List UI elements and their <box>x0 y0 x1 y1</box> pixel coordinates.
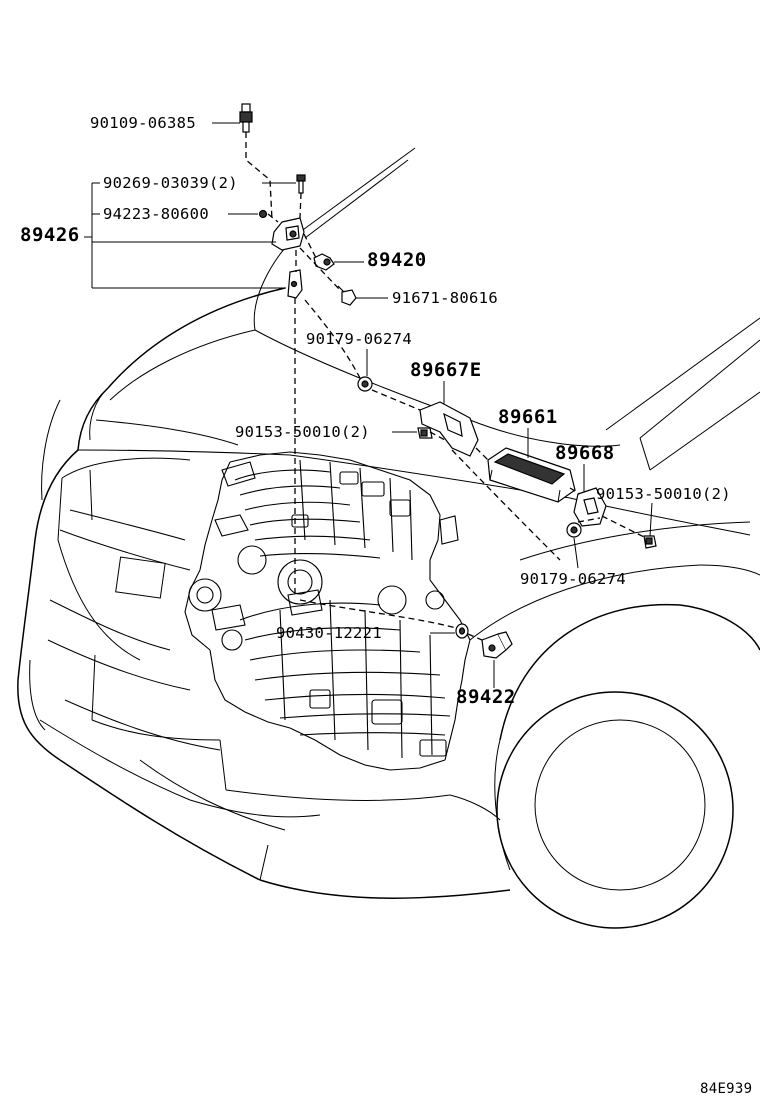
part-sensor-89420 <box>313 253 335 271</box>
part-module-89661 <box>487 447 576 503</box>
leader-lines <box>84 122 653 688</box>
part-bolt-90269-03039 <box>296 174 306 194</box>
part-nut-90179-06274-top <box>357 376 373 392</box>
assembly-dashed-lines <box>245 132 647 641</box>
part-bracket-89426 <box>271 217 305 299</box>
part-bracket-89667E <box>419 401 479 457</box>
callout-91671-80616: 91671-80616 <box>392 289 498 307</box>
engine-assembly <box>184 451 471 771</box>
callout-89667E: 89667E <box>410 359 482 381</box>
part-bolt-90153-50010-right <box>643 535 657 549</box>
callout-89422: 89422 <box>456 686 516 708</box>
part-nut-94223-80600 <box>258 209 268 219</box>
callout-90179-06274-top: 90179-06274 <box>306 330 412 348</box>
part-washer-90430-12221 <box>455 623 469 639</box>
callout-94223-80600: 94223-80600 <box>103 205 209 223</box>
diagram-reference-id: 84E939 <box>700 1081 753 1097</box>
part-bracket-89668 <box>573 487 607 527</box>
callout-89668: 89668 <box>555 442 615 464</box>
callout-90430-12221: 90430-12221 <box>276 624 382 642</box>
callout-90153-50010-left: 90153-50010(2) <box>235 423 370 441</box>
part-sensor-89422 <box>481 631 513 659</box>
callout-89426: 89426 <box>20 224 80 246</box>
callout-90109-06385: 90109-06385 <box>90 114 196 132</box>
callout-89420: 89420 <box>367 249 427 271</box>
callout-90179-06274-bottom: 90179-06274 <box>520 570 626 588</box>
part-bolt-91671-80616 <box>337 285 357 306</box>
part-bolt-90153-50010-left <box>417 427 433 439</box>
callout-90153-50010-right: 90153-50010(2) <box>596 485 731 503</box>
callout-90269-03039: 90269-03039(2) <box>103 174 238 192</box>
callout-89661: 89661 <box>498 406 558 428</box>
part-bolt-90109-06385 <box>239 103 253 133</box>
part-nut-90179-06274-bottom <box>566 522 582 538</box>
